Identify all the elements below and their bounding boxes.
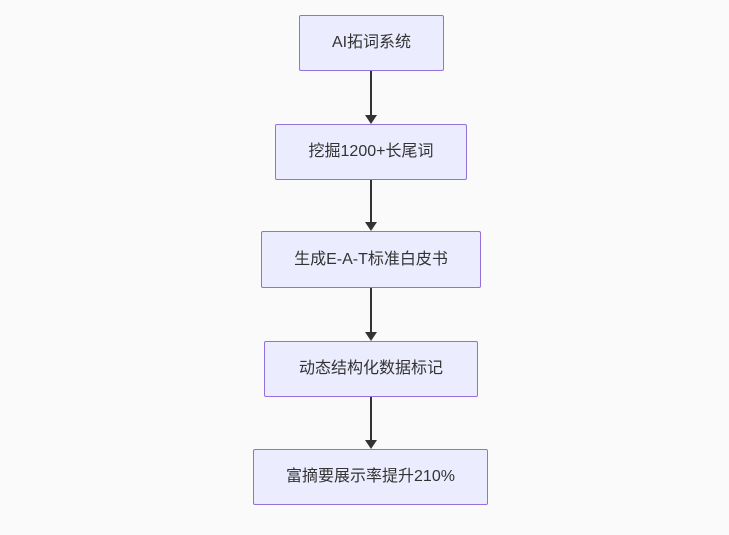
flow-arrow-line [370,71,372,115]
flow-node-label: AI拓词系统 [331,34,412,52]
flow-node-structured-data-markup: 动态结构化数据标记 [264,341,478,397]
flow-node-label: 生成E-A-T标准白皮书 [294,250,448,268]
arrow-down-icon [365,440,377,449]
arrow-down-icon [365,222,377,231]
arrow-down-icon [365,115,377,124]
flow-node-label: 富摘要展示率提升210% [286,468,455,486]
flow-arrow-line [370,180,372,222]
flow-node-label: 动态结构化数据标记 [298,360,443,378]
flow-arrow-line [370,397,372,440]
flow-arrow-line [370,288,372,332]
flow-node-rich-snippet-result: 富摘要展示率提升210% [253,449,488,505]
flow-node-eat-whitepaper: 生成E-A-T标准白皮书 [261,231,481,288]
flow-node-label: 挖掘1200+长尾词 [308,143,434,161]
flow-node-longtail-keywords: 挖掘1200+长尾词 [275,124,467,180]
arrow-down-icon [365,332,377,341]
flow-node-ai-expansion-system: AI拓词系统 [299,15,444,71]
